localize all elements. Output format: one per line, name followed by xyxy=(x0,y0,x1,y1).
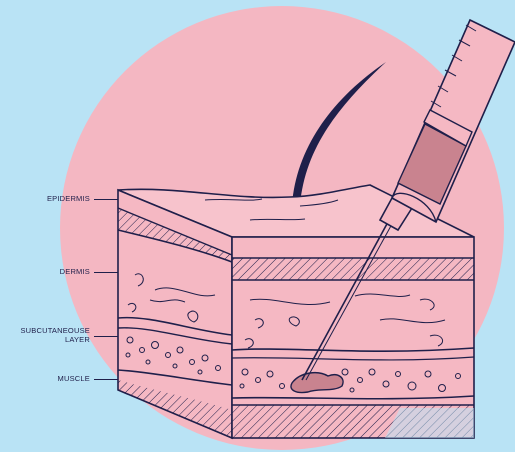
label-dermis: DERMIS xyxy=(20,267,90,276)
label-dermis-line xyxy=(94,272,118,273)
label-epidermis-line xyxy=(94,199,118,200)
label-subcutaneous-line xyxy=(94,336,118,337)
label-subcutaneous-line1: SUBCUTANEOUSE xyxy=(20,326,90,335)
skin-front-face xyxy=(232,237,474,438)
label-muscle: MUSCLE xyxy=(20,374,90,383)
label-subcutaneous: SUBCUTANEOUSE LAYER xyxy=(0,326,90,344)
label-muscle-line xyxy=(94,379,118,380)
label-subcutaneous-line2: LAYER xyxy=(65,335,90,344)
label-epidermis: EPIDERMIS xyxy=(20,194,90,203)
